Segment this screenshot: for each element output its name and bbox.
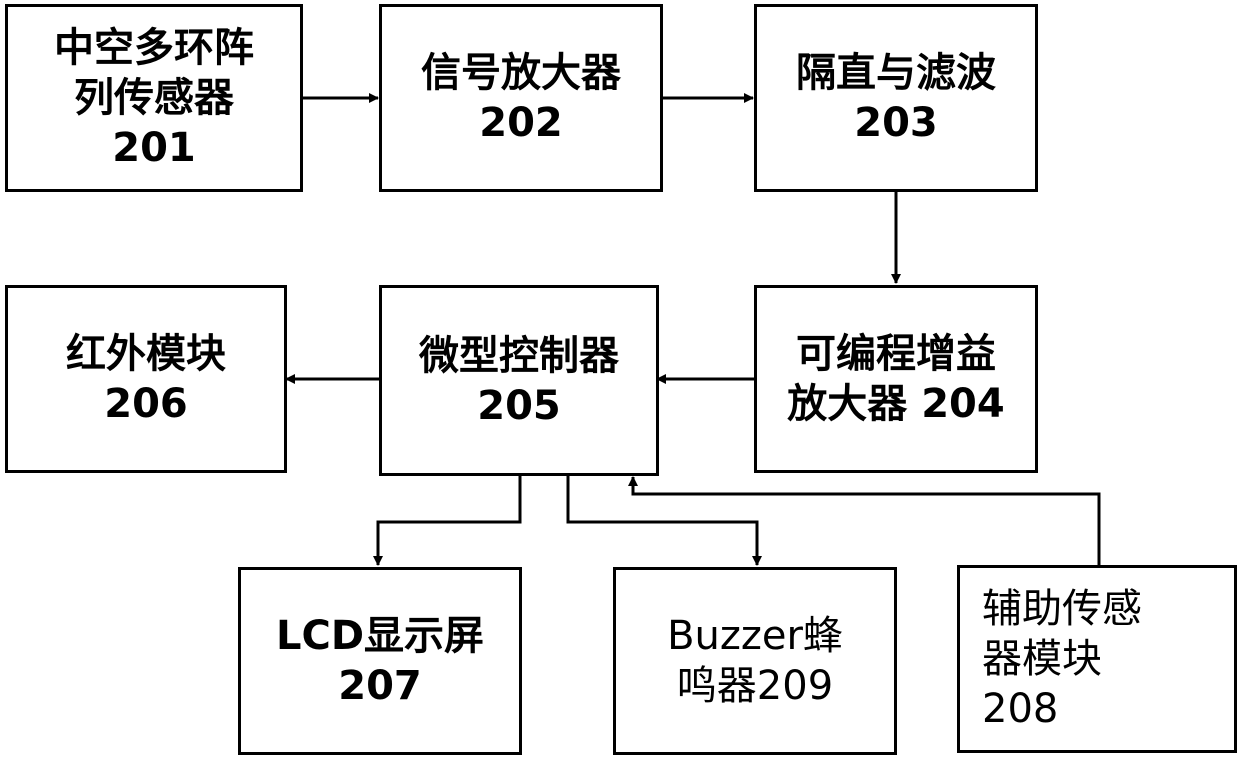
node-205-microcontroller: 微型控制器 205 [379,285,659,476]
wire-205-to-207 [378,475,520,565]
wire-205-to-209 [568,475,757,565]
node-204-programmable-gain-amplifier: 可编程增益 放大器 204 [754,285,1038,473]
node-209-buzzer: Buzzer蜂 鸣器209 [613,567,897,755]
node-208-auxiliary-sensor-module: 辅助传感 器模块 208 [957,565,1237,753]
node-207-lcd-display: LCD显示屏 207 [238,567,522,755]
node-206-label: 红外模块 206 [66,329,226,429]
node-201-hollow-ring-array-sensor: 中空多环阵 列传感器 201 [5,4,303,192]
node-202-label: 信号放大器 202 [421,48,621,148]
node-205-label: 微型控制器 205 [419,331,619,431]
node-206-infrared-module: 红外模块 206 [5,285,287,473]
node-204-label: 可编程增益 放大器 204 [787,329,1004,429]
node-203-dc-blocking-filter: 隔直与滤波 203 [754,4,1038,192]
node-201-label: 中空多环阵 列传感器 201 [54,23,254,173]
node-209-label: Buzzer蜂 鸣器209 [667,611,843,711]
node-202-signal-amplifier: 信号放大器 202 [379,4,663,192]
node-203-label: 隔直与滤波 203 [796,48,996,148]
node-207-label: LCD显示屏 207 [276,611,484,711]
node-208-label: 辅助传感 器模块 208 [982,584,1142,734]
